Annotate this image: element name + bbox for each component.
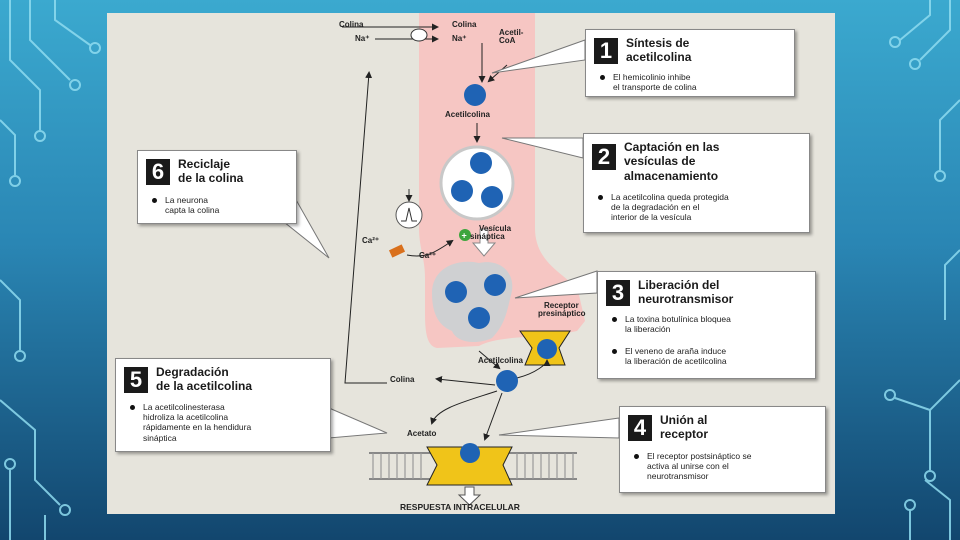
choline-inside-label: Colina (452, 20, 477, 29)
calcium-influx-arrow (406, 239, 454, 257)
cleft-choline-label: Colina (390, 375, 415, 384)
circuit-decoration-left (0, 0, 101, 540)
plus-icon (459, 229, 471, 241)
circuit-decoration-right (884, 0, 960, 540)
acetylcholine-molecule-icon (451, 180, 473, 202)
intracellular-response-label: RESPUESTA INTRACELULAR (400, 502, 520, 512)
step-6-number: 6 (146, 159, 170, 185)
release-arrow (478, 350, 501, 370)
calcium-inside-label: Ca²⁺ (419, 251, 437, 260)
svg-text:+: + (462, 231, 467, 241)
step-2-number: 2 (592, 144, 616, 170)
callout-pointer-4 (498, 417, 620, 439)
step-5-number: 5 (124, 367, 148, 393)
synapse-illustration: + (278, 13, 620, 506)
action-potential-wave (401, 207, 417, 222)
presynaptic-binding-arrow (516, 359, 551, 379)
exocytosis-arrow (471, 228, 497, 257)
choline-outside-label: Colina (339, 20, 364, 29)
sodium-outside-label: Na⁺ (355, 34, 370, 43)
acetylcholine-molecule-icon (460, 443, 480, 463)
response-arrow (457, 486, 482, 506)
choline-transporter (410, 28, 428, 42)
hydrolysis-choline-arrow (435, 376, 496, 386)
hydrolysis-acetate-arrow (430, 390, 498, 425)
acetylcholine-molecule-icon (537, 339, 557, 359)
acetylcholine-molecule-icon (445, 281, 467, 303)
cleft-acetylcholine-label: Acetilcolina (478, 356, 523, 365)
acetylcholine-label: Acetilcolina (445, 110, 490, 119)
callout-pointer-5 (328, 407, 388, 439)
diagram-panel: + (107, 13, 835, 514)
acetylcholine-molecule-icon (481, 186, 503, 208)
action-potential-icon (395, 201, 423, 229)
acetate-label: Acetato (407, 429, 437, 438)
receptor-icon (426, 446, 513, 486)
step-1-number: 1 (594, 38, 618, 64)
acetyl-coa-arrow (487, 64, 508, 83)
calcium-channel-icon (388, 244, 406, 258)
acetyl-coa-label: Acetil-CoA (499, 28, 524, 46)
choline-recycling-arrow (344, 71, 387, 384)
acetylcholine-molecule-icon (470, 152, 492, 174)
acetylcholine-molecule-icon (484, 274, 506, 296)
step-3-number: 3 (606, 280, 630, 306)
sodium-inside-label: Na⁺ (452, 34, 467, 43)
calcium-outside-label: Ca²⁺ (362, 236, 380, 245)
postsynaptic-binding-arrow (483, 392, 503, 441)
acetylcholine-molecule-icon (464, 84, 486, 106)
acetylcholine-molecule-icon (496, 370, 518, 392)
step-4-number: 4 (628, 415, 652, 441)
acetylcholine-molecule-icon (468, 307, 490, 329)
